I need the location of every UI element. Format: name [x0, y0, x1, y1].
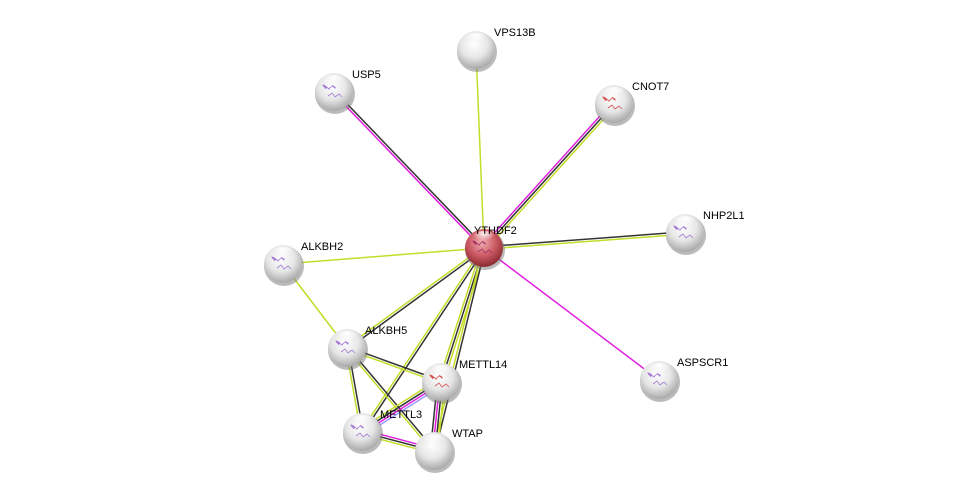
node-ALKBH2[interactable]: ALKBH2 [264, 241, 343, 286]
node-VPS13B[interactable]: VPS13B [457, 27, 536, 72]
node-label: YTHDF2 [474, 225, 517, 237]
edge-line-experimental [481, 101, 613, 247]
edge-line-textmining [484, 233, 686, 250]
node-label: ASPSCR1 [677, 357, 728, 369]
node-USP5[interactable]: USP5 [315, 69, 381, 114]
edge-YTHDF2-VPS13B[interactable] [475, 49, 485, 249]
edge-YTHDF2-ASPSCR1[interactable] [483, 247, 660, 381]
edge-line-textmining [345, 246, 484, 348]
edge-line-coexpression [434, 248, 486, 452]
edge-line-textmining [360, 246, 484, 432]
edge-line-coexpression [483, 103, 615, 249]
node-label: ALKBH5 [365, 325, 407, 337]
edge-YTHDF2-CNOT7[interactable] [481, 101, 617, 251]
edge-line-textmining [282, 247, 485, 265]
node-label: NHP2L1 [703, 210, 745, 222]
node-YTHDF2[interactable]: YTHDF2 [465, 225, 517, 270]
edge-line-experimental [332, 92, 484, 250]
edge-line-coexpression [347, 346, 436, 451]
node-label: ALKBH2 [301, 241, 343, 253]
edge-line-textmining [485, 105, 617, 251]
edge-line-experimental [483, 247, 660, 381]
edge-YTHDF2-NHP2L1[interactable] [483, 231, 686, 250]
node-label: METTL3 [380, 409, 422, 421]
node-ALKBH5[interactable]: ALKBH5 [328, 325, 407, 370]
node-label: METTL14 [459, 359, 507, 371]
edge-line-coexpression [334, 90, 486, 248]
node-CNOT7[interactable]: CNOT7 [595, 81, 669, 126]
edge-YTHDF2-ALKBH2[interactable] [282, 247, 485, 265]
node-label: VPS13B [494, 27, 536, 39]
node-label: USP5 [352, 69, 381, 81]
edge-line-coexpression [362, 248, 486, 434]
edge-YTHDF2-METTL3[interactable] [360, 246, 486, 434]
edge-line-coexpression [483, 231, 685, 248]
edge-YTHDF2-ALKBH5[interactable] [345, 246, 486, 350]
node-label: CNOT7 [632, 81, 669, 93]
node-METTL14[interactable]: METTL14 [422, 359, 507, 404]
node-label: WTAP [452, 428, 483, 440]
node-ASPSCR1[interactable]: ASPSCR1 [640, 357, 728, 402]
edge-line-coexpression [347, 248, 486, 350]
edge-ALKBH5-WTAP[interactable] [345, 346, 436, 453]
edge-line-textmining [475, 49, 485, 249]
edge-line-textmining [345, 348, 434, 453]
node-NHP2L1[interactable]: NHP2L1 [666, 210, 745, 255]
node-WTAP[interactable]: WTAP [415, 428, 483, 473]
edge-line-textmining [438, 247, 483, 382]
node-METTL3[interactable]: METTL3 [343, 409, 422, 454]
edge-YTHDF2-USP5[interactable] [332, 90, 486, 250]
